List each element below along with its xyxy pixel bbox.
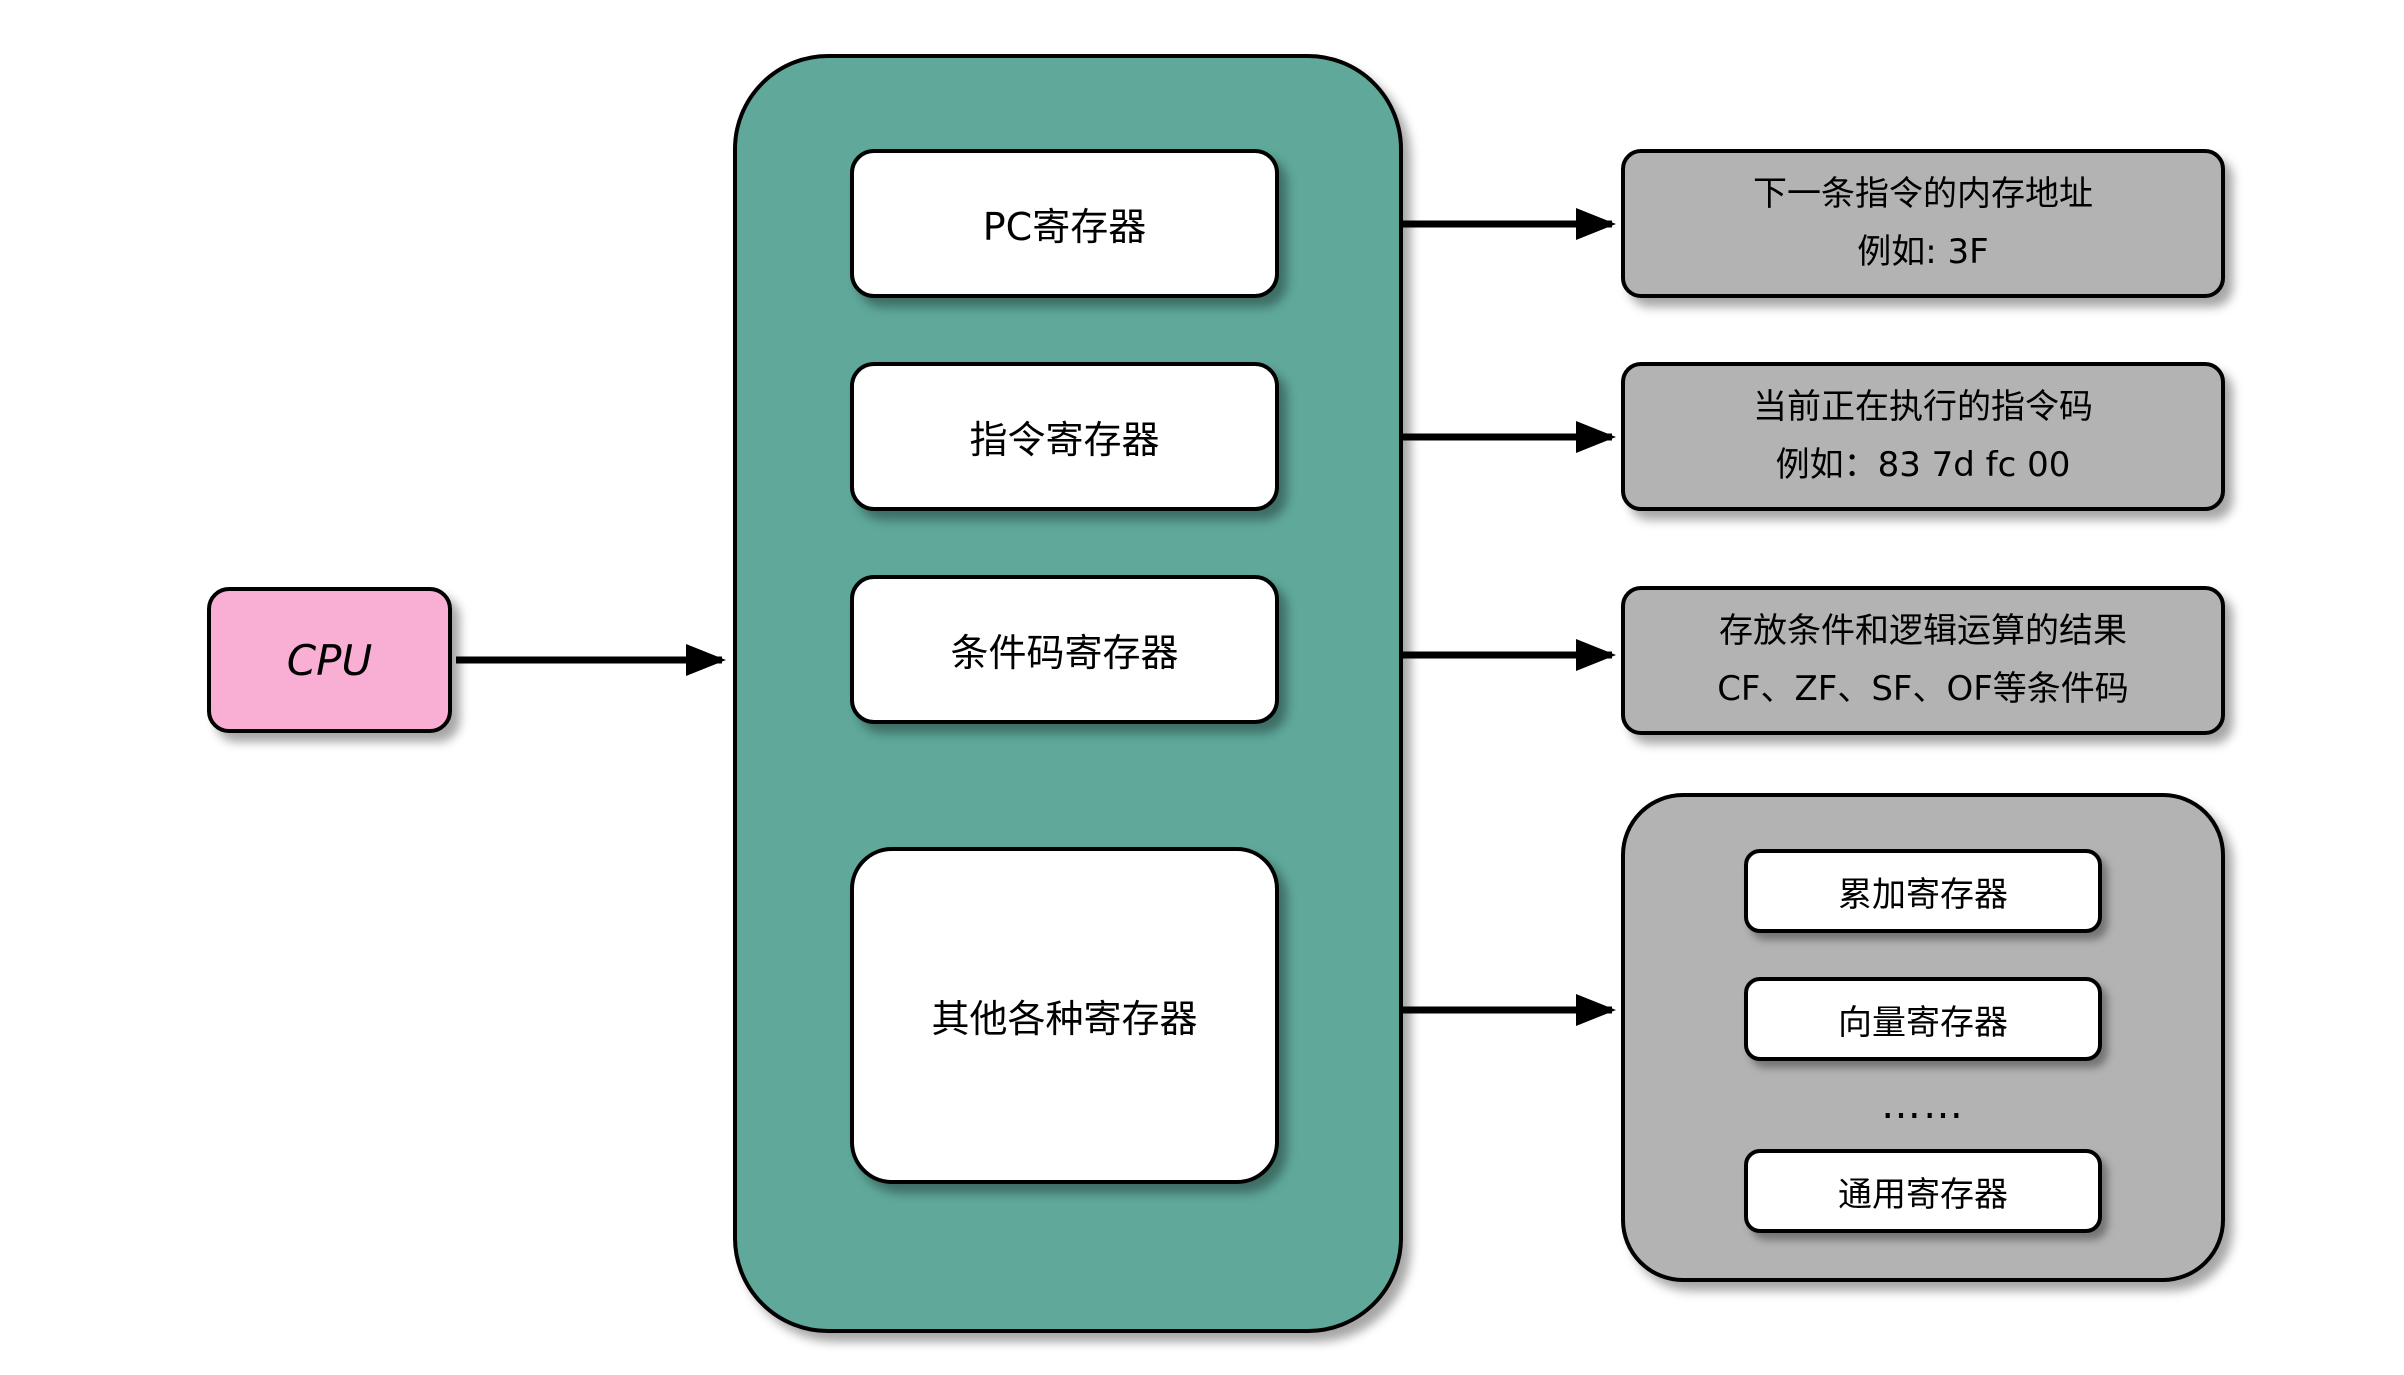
register-condition-code: 条件码寄存器	[850, 575, 1279, 724]
register-general-purpose: 通用寄存器	[1744, 1149, 2102, 1233]
register-other-label: 其他各种寄存器	[931, 997, 1198, 1041]
register-pc-label: PC寄存器	[982, 205, 1147, 249]
description-condition-line2: CF、ZF、SF、OF等条件码	[1717, 669, 2129, 710]
description-pc-line1: 下一条指令的内存地址	[1753, 173, 2093, 214]
register-condition-code-label: 条件码寄存器	[950, 631, 1179, 675]
cpu-node: CPU	[207, 587, 452, 733]
register-instruction: 指令寄存器	[850, 362, 1279, 511]
description-instruction-line1: 当前正在执行的指令码	[1753, 386, 2093, 427]
register-instruction-label: 指令寄存器	[969, 418, 1160, 462]
description-instruction-line2: 例如：83 7d fc 00	[1775, 445, 2071, 486]
register-vector: 向量寄存器	[1744, 977, 2102, 1061]
description-pc: 下一条指令的内存地址 例如: 3F	[1621, 149, 2225, 298]
register-accumulator: 累加寄存器	[1744, 849, 2102, 933]
cpu-label: CPU	[286, 635, 373, 685]
register-accumulator-label: 累加寄存器	[1838, 874, 2008, 915]
register-pc: PC寄存器	[850, 149, 1279, 298]
ellipsis-label: ……	[1881, 1082, 1965, 1128]
register-other: 其他各种寄存器	[850, 847, 1279, 1184]
other-registers-group: 累加寄存器 向量寄存器 …… 通用寄存器	[1621, 793, 2225, 1282]
register-general-purpose-label: 通用寄存器	[1838, 1174, 2008, 1215]
description-condition-line1: 存放条件和逻辑运算的结果	[1719, 610, 2127, 651]
description-pc-line2: 例如: 3F	[1857, 232, 1989, 273]
register-vector-label: 向量寄存器	[1838, 1002, 2008, 1043]
description-condition-code: 存放条件和逻辑运算的结果 CF、ZF、SF、OF等条件码	[1621, 586, 2225, 735]
description-instruction: 当前正在执行的指令码 例如：83 7d fc 00	[1621, 362, 2225, 511]
